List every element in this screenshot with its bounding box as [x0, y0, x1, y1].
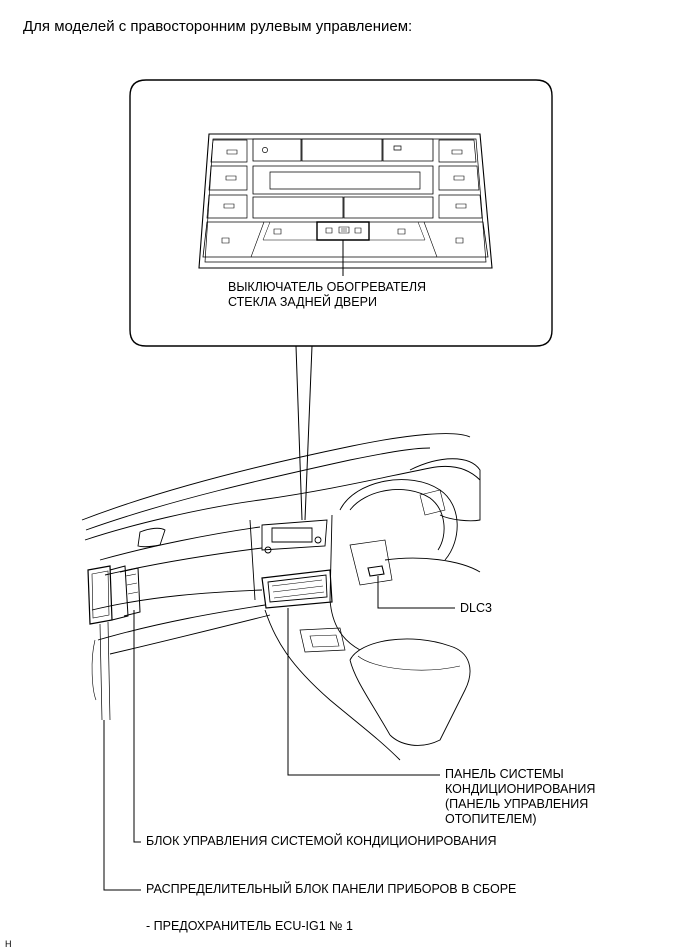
leader-dlc3 — [378, 576, 455, 608]
ac-panel-label: ПАНЕЛЬ СИСТЕМЫ КОНДИЦИОНИРОВАНИЯ (ПАНЕЛЬ… — [445, 767, 596, 826]
ac-control-panel-detail — [199, 134, 492, 276]
leader-lines — [104, 576, 455, 890]
leader-ac-panel — [288, 608, 440, 775]
junction-block-label: РАСПРЕДЕЛИТЕЛЬНЫЙ БЛОК ПАНЕЛИ ПРИБОРОВ В… — [146, 882, 517, 896]
rear-defogger-switch-label: ВЫКЛЮЧАТЕЛЬ ОБОГРЕВАТЕЛЯ СТЕКЛА ЗАДНЕЙ Д… — [228, 280, 427, 309]
dlc3-label: DLC3 — [460, 601, 492, 615]
leader-junction-block — [104, 720, 141, 890]
leader-ac-ecu — [134, 610, 141, 842]
zoom-callout — [130, 80, 552, 520]
figure-code: H — [5, 939, 12, 949]
ac-ecu-label: БЛОК УПРАВЛЕНИЯ СИСТЕМОЙ КОНДИЦИОНИРОВАН… — [146, 834, 497, 848]
dlc3-connector — [368, 566, 384, 576]
page-heading: Для моделей с правосторонним рулевым упр… — [23, 18, 413, 35]
dashboard-outline — [82, 434, 480, 760]
fuse-label: - ПРЕДОХРАНИТЕЛЬ ECU-IG1 № 1 — [146, 919, 353, 933]
